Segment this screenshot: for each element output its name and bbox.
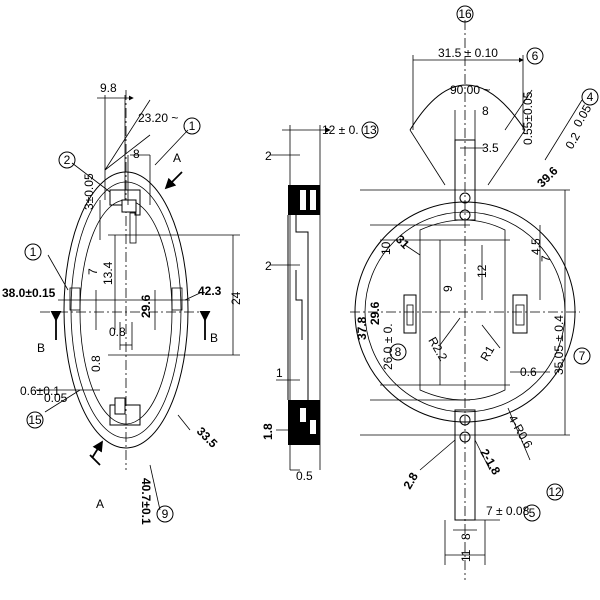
right-dim-3-5: 3.5 <box>482 141 499 155</box>
right-dim-31-5: 31.5 ± 0.10 <box>438 46 498 60</box>
right-dim-0-05-r: 0.05 <box>570 102 594 130</box>
front-bottom-contact <box>109 404 141 426</box>
right-dim-37-8: 37.8 <box>355 316 369 340</box>
front-dim-13-4: 13.4 <box>101 261 115 285</box>
front-dim-0-05: 0.05 <box>44 391 68 405</box>
right-dim-0-6: 0.6 <box>520 365 537 379</box>
right-callout-8: 8 <box>395 345 402 359</box>
right-dim-29-6: 29.6 <box>368 301 382 325</box>
front-dim-3-0-05: 3±0.05 <box>82 173 96 210</box>
front-dim-9-8: 9.8 <box>100 81 117 95</box>
right-dim-9: 9 <box>441 285 455 292</box>
right-callout-12: 12 <box>548 485 562 499</box>
front-dim-33-5: 33.5 <box>194 424 221 451</box>
front-callout-15: 15 <box>28 413 42 427</box>
right-callout-4: 4 <box>587 90 594 104</box>
right-dim-7-008: 7 ± 0.08 <box>486 504 530 518</box>
right-dim-10: 10 <box>379 241 393 255</box>
right-top-arc <box>409 84 526 131</box>
right-dim-7: 7 <box>539 255 553 262</box>
right-callout-6: 6 <box>532 49 539 63</box>
section-a-top-label: A <box>173 151 181 165</box>
front-dim-42-3: 42.3 <box>198 284 222 298</box>
side-dim-2-a: 2 <box>265 149 272 163</box>
right-inner-cutout <box>419 219 506 401</box>
front-callout-9: 9 <box>162 507 169 521</box>
right-dim-4-5: 4.5 <box>529 238 543 255</box>
section-a-bottom-label: A <box>96 497 104 511</box>
front-dim-29-6: 29.6 <box>139 294 153 318</box>
right-dim-11: 11 <box>459 549 473 562</box>
right-callout-7: 7 <box>579 349 586 363</box>
right-dim-2-8-b: 2-1.8 <box>477 447 503 478</box>
side-callout-13: 13 <box>363 123 377 137</box>
front-dim-8: 8 <box>133 147 140 161</box>
section-b-right-label: B <box>210 331 218 345</box>
side-body-outline <box>287 215 309 400</box>
front-dim-24: 24 <box>229 291 243 305</box>
front-dim-0-6: 0.6±0.1 <box>20 384 60 398</box>
right-dim-0-2: 0.2 <box>562 130 583 152</box>
front-left-tab <box>69 287 81 311</box>
right-dim-0-55: 0.55±0.05 <box>521 91 535 145</box>
right-dim-26-0: 26.0 ± 0. <box>381 323 395 370</box>
section-b-left-label: B <box>37 341 45 355</box>
side-dim-0-5: 0.5 <box>296 469 313 483</box>
right-view: 16 6 4 8 7 12 5 31.5 ± 0.10 90.00 ~ 0.55… <box>350 5 599 580</box>
front-callout-1-left: 1 <box>30 245 37 259</box>
front-dim-38-0: 38.0±0.15 <box>2 286 56 300</box>
side-dim-1: 1 <box>276 366 283 380</box>
right-callout-5: 5 <box>529 506 536 520</box>
front-view: 1 2 1 15 9 9.8 23.20 ~ 8 3±0.05 13.4 7 2… <box>2 81 243 525</box>
right-dim-31: 31 <box>393 232 413 252</box>
front-dim-40-7: 40.7±0.1 <box>139 478 153 525</box>
side-view: 13 12 ± 0. 2 2 1 1.8 0.5 <box>261 121 379 483</box>
front-callout-1-top: 1 <box>189 119 196 133</box>
right-left-slot <box>403 294 417 334</box>
front-dim-23-20: 23.20 ~ <box>138 111 178 125</box>
right-right-slot <box>512 294 528 334</box>
right-dim-8-top: 8 <box>482 104 489 118</box>
right-dim-90: 90.00 ~ <box>450 83 490 97</box>
front-top-tab <box>129 212 137 244</box>
front-top-clip <box>121 199 137 213</box>
front-dim-0-8-b: 0.8 <box>89 355 103 372</box>
right-dim-r1: R1 <box>477 343 497 364</box>
side-dim-12: 12 ± 0. <box>322 123 359 137</box>
front-right-tab <box>171 287 183 311</box>
front-dim-7: 7 <box>86 268 100 275</box>
front-top-contact <box>109 189 141 216</box>
front-bottom-clip <box>114 397 126 415</box>
right-callout-16: 16 <box>458 7 472 21</box>
right-dim-12: 12 <box>475 264 489 278</box>
right-dim-r2-2: R2.2 <box>425 335 450 364</box>
right-dim-8-bottom: 8 <box>459 533 473 540</box>
front-dim-0-8-a: 0.8 <box>109 325 126 339</box>
right-dim-2-8-a: 2.8 <box>400 470 421 492</box>
right-dim-35-05: 35.05 ± 0.4 <box>552 315 566 375</box>
side-dim-1-8: 1.8 <box>261 423 275 440</box>
front-callout-2: 2 <box>64 153 71 167</box>
right-dim-4-r0-6: 4-R0.6 <box>505 413 535 451</box>
side-dim-2-b: 2 <box>265 259 272 273</box>
right-dim-39-6: 39.6 <box>534 163 561 190</box>
